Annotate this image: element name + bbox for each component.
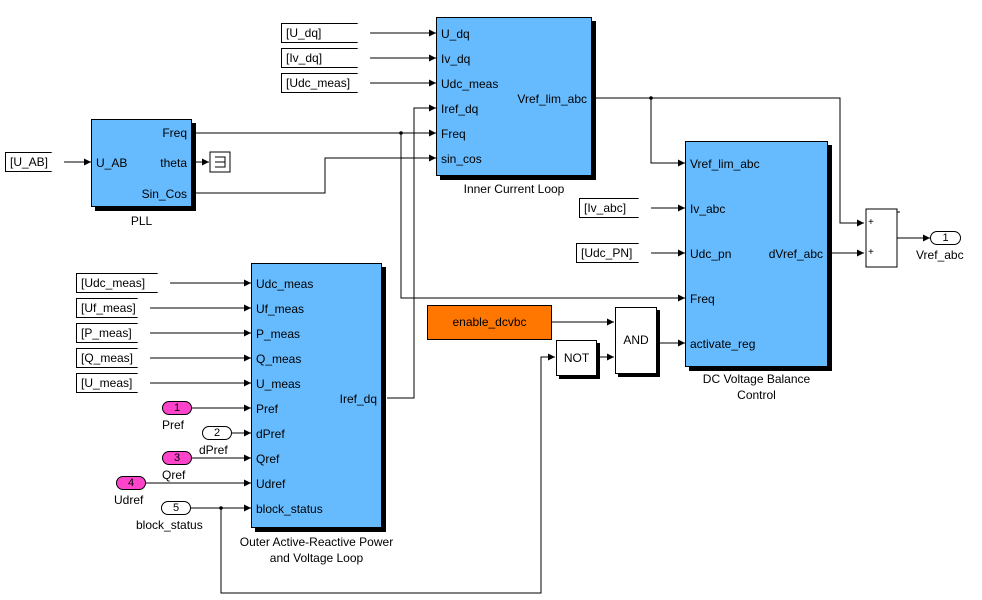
port-outer-udref: Udref [256, 477, 286, 491]
inport-5-label: block_status [136, 518, 203, 532]
from-tag-udc-meas-2[interactable]: [Udc_meas] [76, 273, 171, 293]
port-outer-uf-meas: Uf_meas [256, 302, 305, 316]
inport-3-label: Qref [162, 468, 186, 482]
port-dcvb-activate-reg: activate_reg [690, 337, 756, 351]
from-tag-iv-abc[interactable]: [Iv_abc] [579, 198, 652, 218]
port-outer-iref-dq: Iref_dq [339, 392, 377, 406]
port-outer-u-meas: U_meas [256, 377, 301, 391]
port-outer-dpref: dPref [256, 427, 285, 441]
from-tag-u-meas[interactable]: [U_meas] [76, 373, 151, 393]
from-tag-iv-dq[interactable]: [Iv_dq] [281, 48, 371, 68]
from-tag-q-meas[interactable]: [Q_meas] [76, 348, 151, 368]
inport-2-label: dPref [199, 443, 228, 457]
port-outer-q-meas: Q_meas [256, 352, 302, 366]
pll-block[interactable]: U_AB Freq theta Sin_Cos [91, 119, 192, 207]
from-tag-udc-pn[interactable]: [Udc_PN] [576, 243, 652, 263]
port-outer-p-meas: P_meas [256, 327, 301, 341]
port-udc-meas: Udc_meas [441, 77, 499, 91]
enable-dcvbc-constant[interactable]: enable_dcvbc [427, 305, 552, 340]
inport-3[interactable]: 3 [162, 451, 192, 465]
from-tag-u-dq[interactable]: [U_dq] [281, 23, 371, 43]
dcvb-caption-line2: Control [737, 388, 776, 402]
terminator-block[interactable] [209, 151, 231, 173]
port-outer-block-status: block_status [256, 502, 323, 516]
port-dcvb-vref-lim-abc: Vref_lim_abc [690, 157, 760, 171]
port-sin-cos: sin_cos [441, 152, 482, 166]
port-vref-lim-abc: Vref_lim_abc [517, 92, 587, 106]
pll-caption: PLL [130, 214, 153, 228]
port-u-ab: U_AB [96, 156, 128, 170]
from-tag-uf-meas[interactable]: [Uf_meas] [76, 298, 151, 318]
port-u-dq: U_dq [441, 27, 470, 41]
inport-4[interactable]: 4 [116, 476, 146, 490]
from-tag-udc-meas[interactable]: [Udc_meas] [281, 73, 371, 93]
inport-1-label: Pref [162, 418, 185, 432]
not-block[interactable]: NOT [556, 340, 597, 376]
inport-2[interactable]: 2 [202, 426, 232, 440]
outer-loop-caption-line1: Outer Active-Reactive Power [239, 535, 394, 549]
port-iv-dq: Iv_dq [441, 52, 471, 66]
port-dcvb-iv-abc: Iv_abc [690, 202, 726, 216]
outport-1[interactable]: 1 [930, 231, 961, 245]
inport-1[interactable]: 1 [162, 401, 192, 415]
port-outer-pref: Pref [256, 402, 279, 416]
port-pll-sin-cos: Sin_Cos [141, 187, 187, 201]
sum-sign-2: + [868, 247, 874, 258]
outport-1-label: Vref_abc [916, 248, 964, 262]
port-pll-theta: theta [160, 156, 187, 170]
dc-voltage-balance-block[interactable]: Vref_lim_abc Iv_abc Udc_pn Freq activate… [685, 141, 828, 367]
from-tag-u-ab[interactable]: [U_AB] [5, 152, 65, 172]
inport-4-label: Udref [114, 493, 144, 507]
dcvb-caption-line1: DC Voltage Balance [702, 372, 811, 386]
outer-loop-block[interactable]: Udc_meas Uf_meas P_meas Q_meas U_meas Pr… [251, 263, 382, 528]
port-dcvb-udc-pn: Udc_pn [690, 247, 732, 261]
sum-sign-1: + [868, 217, 874, 228]
port-freq: Freq [441, 127, 466, 141]
port-dcvb-freq: Freq [690, 292, 715, 306]
port-outer-qref: Qref [256, 452, 280, 466]
outer-loop-caption-line2: and Voltage Loop [269, 551, 364, 565]
sum-block[interactable] [865, 208, 900, 270]
inner-current-loop-block[interactable]: U_dq Iv_dq Udc_meas Iref_dq Freq sin_cos… [436, 17, 592, 176]
port-pll-freq: Freq [162, 126, 187, 140]
and-block[interactable]: AND [615, 307, 657, 374]
port-dcvb-dvref-abc: dVref_abc [768, 247, 823, 261]
inport-5[interactable]: 5 [161, 501, 191, 515]
from-tag-p-meas[interactable]: [P_meas] [76, 323, 151, 343]
inner-current-loop-caption: Inner Current Loop [463, 182, 565, 196]
port-iref-dq: Iref_dq [441, 102, 479, 116]
port-outer-udc-meas: Udc_meas [256, 277, 314, 291]
